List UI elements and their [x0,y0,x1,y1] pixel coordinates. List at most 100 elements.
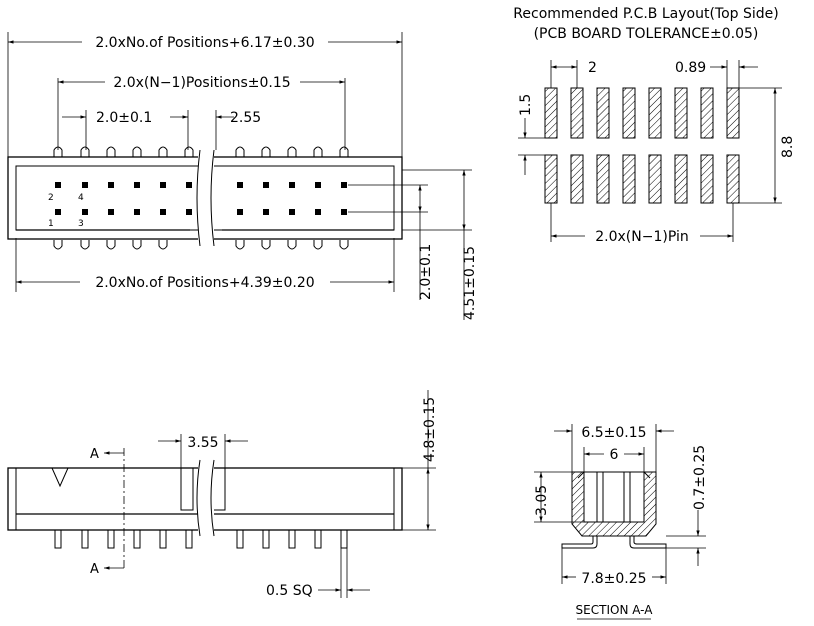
pin [262,529,270,549]
pin [261,146,271,157]
contact [186,182,192,188]
pad-width-label: 0.89 [675,60,706,76]
pad-length-label: 1.5 [518,94,534,116]
contact [186,209,192,215]
contact [55,209,61,215]
pin [235,240,245,250]
section-title: SECTION A-A [576,603,654,617]
section-marker-bottom: A [90,562,99,577]
pad [674,87,688,139]
pin [340,529,348,549]
section-marker-top: A [90,447,99,462]
layout-subtitle: (PCB BOARD TOLERANCE±0.05) [534,26,759,42]
top-view: 2.0xNo.of Positions+6.17±0.30 2.0x(N−1)P… [7,32,478,320]
foot-span-label: 7.8±0.25 [581,571,646,587]
pin [339,240,349,250]
latch-window [212,467,226,511]
break-line [196,459,201,537]
pin [53,146,63,157]
pin [158,146,168,157]
pin [158,240,168,250]
pin [106,240,116,250]
pcb-pitch-label: 2 [588,60,597,76]
pad [622,154,636,204]
pin [132,240,142,250]
contact [341,209,347,215]
pin [159,529,167,549]
body-width-label: 4.51±0.15 [462,246,478,320]
top-pins [53,146,349,157]
pad [648,87,662,139]
contact [55,182,61,188]
pad [726,87,740,139]
outer-width-label: 6.5±0.15 [581,425,646,441]
contact [82,209,88,215]
chamfer [577,471,585,479]
break-line [210,459,215,537]
pad [648,154,662,204]
pad-row-top [544,87,740,139]
pin-size-label: 0.5 SQ [266,583,313,599]
pin [339,146,349,157]
contact [263,182,269,188]
bottom-pins [53,240,349,250]
break-line [210,149,215,247]
pad [700,154,714,204]
pad [596,154,610,204]
contact [289,209,295,215]
layout-title: Recommended P.C.B Layout(Top Side) [513,6,778,22]
smt-leg-left [561,536,598,549]
pad [674,154,688,204]
pin [80,240,90,250]
pin-label-3: 3 [78,219,84,229]
pin [133,529,141,549]
row-span-label: 8.8 [780,136,796,158]
pin [53,240,63,250]
pin-label-4: 4 [78,193,84,203]
break-gap [198,150,214,246]
section-cavity [583,471,645,523]
contact [237,209,243,215]
pcb-layout: Recommended P.C.B Layout(Top Side) (PCB … [513,6,796,245]
pad-row-bottom [544,154,740,204]
pad [570,87,584,139]
pad [596,87,610,139]
pin [184,146,194,157]
pin [236,529,244,549]
pin [288,529,296,549]
pin [261,240,271,250]
height-label: 4.8±0.15 [422,397,438,462]
contact [263,209,269,215]
smt-leg-right [629,536,667,549]
pin [313,146,323,157]
row-pitch-label: 2.0±0.1 [418,244,434,300]
pin [314,529,322,549]
section-view: 6.5±0.15 6 3.05 0.7±0.25 7.8±0.25 SECTIO… [534,424,708,620]
contact [134,209,140,215]
contact [160,209,166,215]
pin [235,146,245,157]
latch-window [180,467,194,511]
pin [287,146,297,157]
wall-height-label: 3.05 [534,485,550,516]
side-pins [54,529,348,549]
pad [570,154,584,204]
section-pin [623,471,631,523]
contact [289,182,295,188]
contact [82,182,88,188]
break-gap [198,460,214,536]
pad [726,154,740,204]
pin [313,240,323,250]
latch-label: 3.55 [187,435,218,451]
contact [237,182,243,188]
pin [80,146,90,157]
contact [315,182,321,188]
base-length-label: 2.0xNo.of Positions+4.39±0.20 [95,275,314,291]
contact [108,182,114,188]
pin [185,529,193,549]
inner-width-label: 6 [610,447,619,463]
overall-length-label: 2.0xNo.of Positions+6.17±0.30 [95,35,314,51]
contacts-row-1 [55,182,347,188]
pad [622,87,636,139]
